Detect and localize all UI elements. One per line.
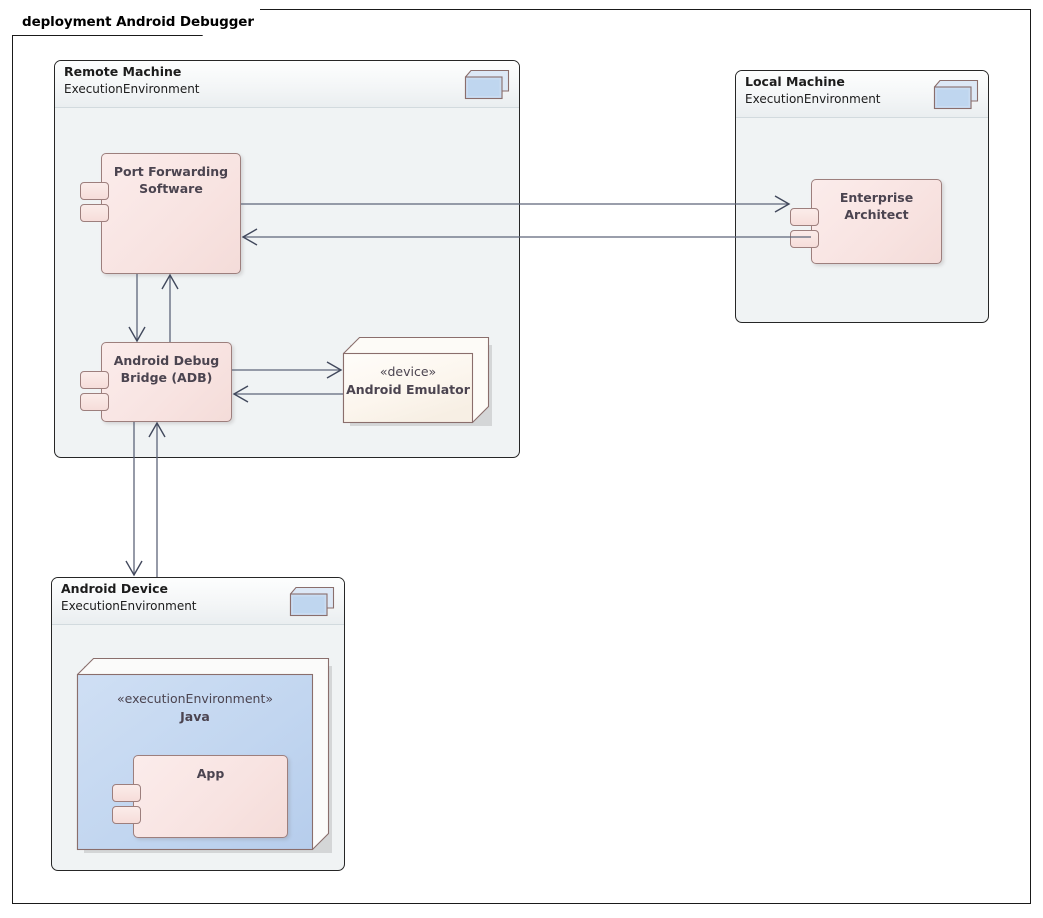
diagram-frame-tab: deployment Android Debugger [12,9,260,35]
component-android-debug-bridge-port-2[interactable] [80,393,109,411]
node-android-emulator-name: Android Emulator [346,382,470,397]
node-java-name: Java [180,709,210,724]
component-enterprise-architect-label: Enterprise Architect [839,190,914,222]
node-android-device-subtitle: ExecutionEnvironment [61,599,197,613]
node-remote-machine-title: Remote Machine [64,64,182,79]
component-enterprise-architect[interactable]: Enterprise Architect [790,179,942,264]
node-remote-machine-subtitle: ExecutionEnvironment [64,82,200,96]
node-java-stereotype: «executionEnvironment» [116,691,274,706]
node-android-emulator-shape [342,336,490,424]
component-app[interactable]: App [112,755,288,838]
component-android-debug-bridge[interactable]: Android Debug Bridge (ADB) [80,342,232,422]
node-remote-machine-header: Remote Machine ExecutionEnvironment [55,61,519,108]
component-app-port-2[interactable] [112,806,141,824]
node-local-machine-title: Local Machine [745,74,845,89]
node-android-device-header: Android Device ExecutionEnvironment [52,578,344,625]
component-enterprise-architect-port-1[interactable] [790,208,819,226]
node-java-label: «executionEnvironment» Java [77,690,313,726]
node-box-icon [933,79,979,110]
node-local-machine-subtitle: ExecutionEnvironment [745,92,881,106]
component-app-label: App [196,766,225,781]
component-android-debug-bridge-port-1[interactable] [80,371,109,389]
diagram-title: deployment Android Debugger [22,14,254,30]
node-android-device-title: Android Device [61,581,169,596]
component-android-debug-bridge-label: Android Debug Bridge (ADB) [113,353,220,385]
component-port-forwarding-software-port-1[interactable] [80,182,109,200]
component-port-forwarding-software-port-2[interactable] [80,204,109,222]
component-app-port-1[interactable] [112,784,141,802]
node-android-emulator[interactable]: «device» Android Emulator [342,336,492,426]
node-box-icon [464,69,510,100]
component-port-forwarding-software[interactable]: Port Forwarding Software [80,153,241,274]
node-android-emulator-stereotype: «device» [379,364,437,379]
node-local-machine-header: Local Machine ExecutionEnvironment [736,71,988,118]
node-android-emulator-label: «device» Android Emulator [343,363,473,399]
node-box-icon [289,586,335,617]
component-port-forwarding-software-label: Port Forwarding Software [113,164,229,196]
component-enterprise-architect-port-2[interactable] [790,230,819,248]
